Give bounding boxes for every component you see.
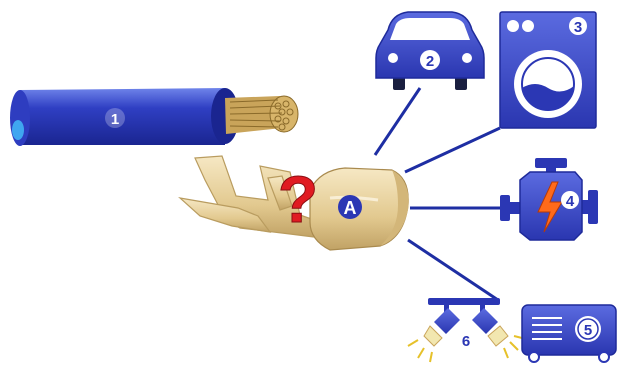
engine-icon: 4 [500, 158, 598, 241]
line-to-lamps [407, 238, 499, 302]
connector-lines [373, 87, 501, 302]
terminal-letter: A [344, 198, 357, 218]
car-number: 2 [426, 53, 434, 70]
line-to-car [373, 87, 422, 156]
spotlights-icon: 6 [407, 298, 523, 363]
terminal-badge [338, 195, 362, 219]
cable-icon: 1 [10, 88, 299, 146]
terminal-icon: A [178, 155, 409, 251]
copper-strands-icon [225, 95, 299, 134]
lamps-number: 6 [462, 333, 470, 350]
bolt-icon [537, 181, 563, 233]
question-mark-icon: ? [278, 162, 318, 236]
engine-number: 4 [566, 193, 575, 210]
cable-number: 1 [111, 111, 119, 128]
washing-machine-icon: 3 [499, 11, 597, 129]
car-icon: 2 [375, 11, 485, 90]
generator-number: 5 [584, 322, 592, 339]
generator-icon: 5 [521, 304, 617, 363]
washer-number: 3 [574, 19, 582, 36]
line-to-washer [404, 126, 501, 174]
